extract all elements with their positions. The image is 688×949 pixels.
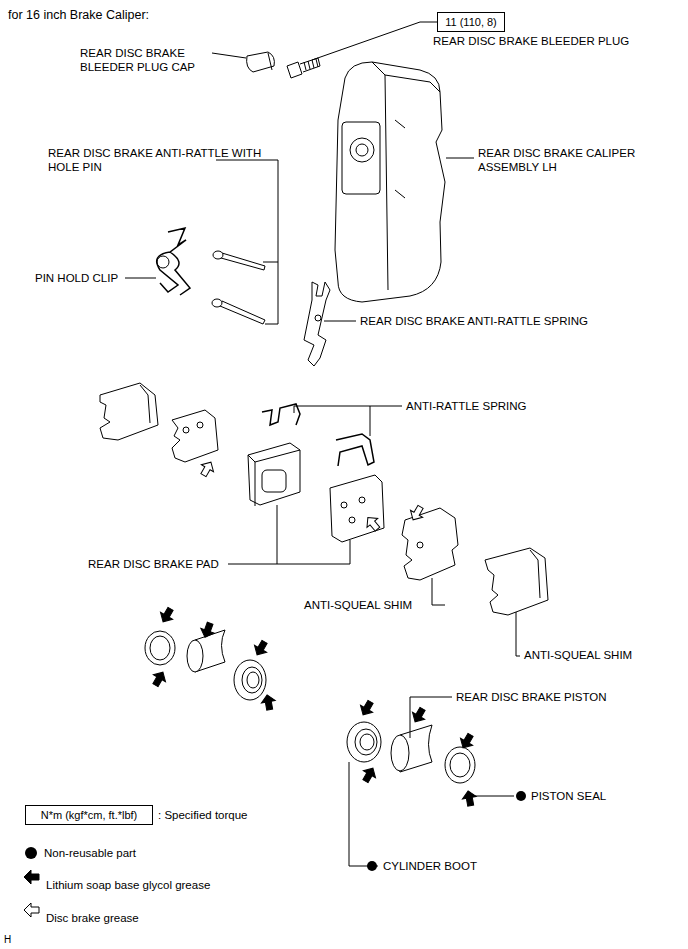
part-label: REAR DISC BRAKE CALIPER ASSEMBLY LH bbox=[478, 146, 643, 174]
torque-box: 11 (110, 8) bbox=[437, 12, 505, 32]
part-label: PIN HOLD CLIP bbox=[35, 271, 118, 285]
part-label: REAR DISC BRAKE BLEEDER PLUG bbox=[433, 34, 629, 48]
figure-code: H bbox=[4, 933, 11, 947]
part-label: REAR DISC BRAKE BLEEDER PLUG CAP bbox=[80, 46, 212, 74]
part-label: ANTI-RATTLE SPRING bbox=[406, 399, 527, 413]
legend-torque-box: N*m (kgf*cm, ft.*lbf) bbox=[25, 805, 153, 825]
legend-text: Non-reusable part bbox=[44, 846, 136, 860]
part-label: ANTI-SQUEAL SHIM bbox=[524, 648, 632, 662]
part-label: REAR DISC BRAKE ANTI-RATTLE WITH HOLE PI… bbox=[48, 146, 273, 174]
diagram-title: for 16 inch Brake Caliper: bbox=[8, 8, 149, 22]
legend-text: Disc brake grease bbox=[46, 911, 139, 925]
box-text: 11 (110, 8) bbox=[440, 15, 502, 29]
part-label: REAR DISC BRAKE ANTI-RATTLE SPRING bbox=[360, 314, 588, 328]
part-label: PISTON SEAL bbox=[531, 789, 606, 803]
part-label: REAR DISC BRAKE PAD bbox=[88, 557, 219, 571]
part-label: ANTI-SQUEAL SHIM bbox=[304, 598, 412, 612]
part-label: REAR DISC BRAKE PISTON bbox=[456, 690, 607, 704]
legend-text: : Specified torque bbox=[158, 808, 248, 822]
part-label: CYLINDER BOOT bbox=[383, 859, 477, 873]
legend-text: Lithium soap base glycol grease bbox=[46, 878, 210, 892]
box-text: N*m (kgf*cm, ft.*lbf) bbox=[36, 808, 143, 822]
